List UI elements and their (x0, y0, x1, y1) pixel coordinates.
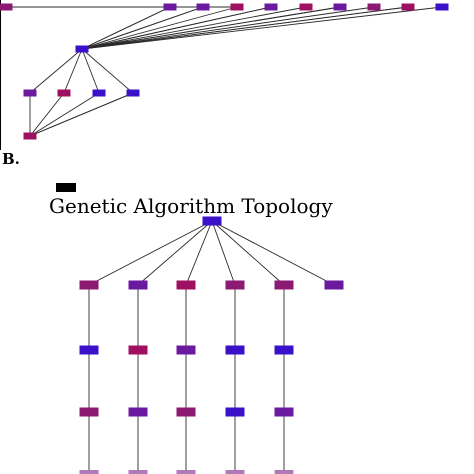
ga-topology-node (128, 407, 148, 417)
frame-left-rule (0, 0, 1, 150)
top-graph-node (57, 89, 71, 97)
top-graph-node (367, 3, 381, 11)
ga-topology-edge (211, 220, 236, 286)
top-graph-edge (81, 6, 272, 50)
ga-topology-node (225, 407, 245, 417)
top-graph-edge (81, 6, 307, 50)
ga-topology-node (225, 345, 245, 355)
top-graph-edge (81, 6, 443, 50)
top-graph-node (264, 3, 278, 11)
ga-topology-node (274, 470, 294, 474)
top-graph-node (0, 3, 13, 11)
top-graph-edge (29, 92, 65, 137)
top-graph-node (92, 89, 106, 97)
ga-topology-node (274, 345, 294, 355)
top-graph-node (196, 3, 210, 11)
top-graph-node (299, 3, 313, 11)
ga-topology-edge (211, 220, 335, 286)
ga-topology-node (324, 280, 344, 290)
nodes-layer (0, 3, 449, 474)
top-graph-edge (81, 48, 134, 94)
ga-topology-node (176, 470, 196, 474)
panel-label: B. (2, 150, 20, 168)
top-graph-edge (81, 6, 375, 50)
ga-topology-edge (88, 220, 213, 286)
ga-topology-node (274, 407, 294, 417)
ga-topology-node (128, 280, 148, 290)
top-graph-node (75, 45, 89, 53)
ga-topology-node (176, 345, 196, 355)
top-graph-edge (81, 6, 171, 50)
ga-topology-node (274, 280, 294, 290)
top-graph-node (23, 89, 37, 97)
top-graph-node (126, 89, 140, 97)
top-graph-node (230, 3, 244, 11)
ga-topology-node (225, 470, 245, 474)
ga-topology-node (79, 280, 99, 290)
ga-topology-node (79, 470, 99, 474)
edges-layer (6, 6, 443, 474)
ga-topology-edge (137, 220, 213, 286)
top-graph-node (333, 3, 347, 11)
top-graph-edge (81, 6, 238, 50)
ga-topology-node (79, 345, 99, 355)
ga-topology-node (128, 345, 148, 355)
top-graph-node (23, 132, 37, 140)
ga-topology-node (176, 407, 196, 417)
top-graph-edge (63, 48, 83, 94)
diagram-title: Genetic Algorithm Topology (49, 194, 333, 218)
ga-topology-edge (185, 220, 213, 286)
top-graph-edge (29, 92, 134, 137)
top-graph-edge (81, 6, 409, 50)
ga-topology-node (128, 470, 148, 474)
ga-topology-node (176, 280, 196, 290)
top-graph-node (435, 3, 449, 11)
top-graph-edge (81, 48, 100, 94)
top-graph-node (163, 3, 177, 11)
top-graph-edge (29, 48, 83, 94)
top-graph-edge (81, 6, 204, 50)
top-graph-edge (81, 6, 341, 50)
top-graph-node (401, 3, 415, 11)
ga-topology-node (79, 407, 99, 417)
ga-topology-node (225, 280, 245, 290)
redaction-marker (56, 183, 76, 192)
ga-topology-edge (211, 220, 285, 286)
top-graph-edge (29, 92, 100, 137)
ga-topology-node (202, 216, 222, 226)
